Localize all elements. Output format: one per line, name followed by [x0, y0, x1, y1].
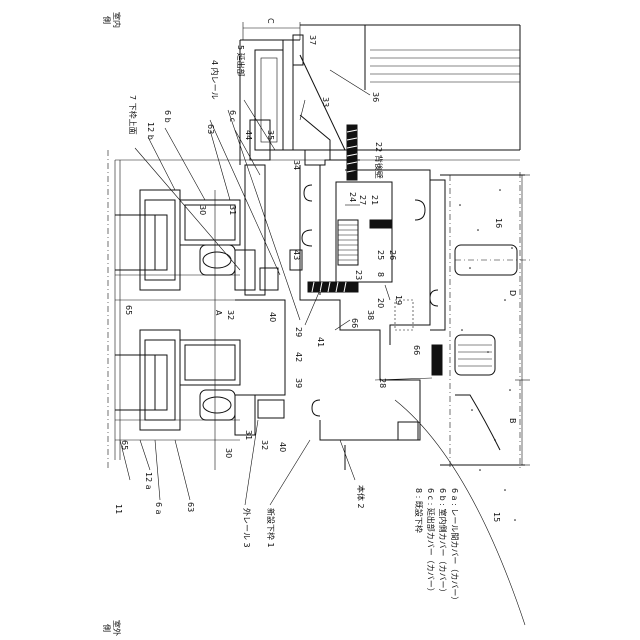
ref-27: 27 [358, 195, 367, 205]
ref-7: 7 下枠上面 [128, 95, 138, 135]
ref-30-top: 30 [198, 205, 207, 215]
side-indoor-label-2: 内 [112, 20, 122, 28]
ref-26: 26 [388, 250, 397, 260]
ref-25: 25 [376, 250, 385, 260]
ref-36: 36 [371, 92, 380, 102]
side-indoor-label-1: 室 [112, 12, 122, 20]
dim-b: B [508, 418, 517, 424]
ref-65-bottom: 65 [120, 440, 129, 450]
ref-38: 38 [366, 310, 375, 320]
side-outdoor-label-1: 室 [112, 620, 122, 628]
ref-29: 29 [294, 327, 303, 337]
ref-12b: 12 b [146, 122, 155, 140]
ref-34: 34 [292, 160, 301, 170]
dim-d: D [508, 290, 517, 296]
legend-line-4: 8 : 既設下枠 [414, 488, 424, 533]
ref-6b: 6 b [163, 110, 172, 123]
legend-line-2: 6 b : 室内側カバー（カバー） [438, 488, 448, 597]
ref-41: 41 [316, 337, 325, 347]
ref-11: 11 [114, 504, 123, 514]
side-outdoor-label-2: 外 [112, 628, 122, 636]
dim-a: A [214, 310, 223, 316]
ref-5: 5 延出部 [236, 45, 246, 77]
ref-28: 28 [378, 378, 387, 388]
ref-63-top: 63 [206, 124, 215, 134]
ref-23: 23 [354, 270, 363, 280]
ref-40-bottom: 40 [278, 442, 287, 452]
ref-35: 35 [266, 130, 275, 140]
ref-30-bottom: 30 [224, 448, 233, 458]
ref-24: 24 [348, 192, 357, 202]
legend-line-3: 6 c : 延出部カバー（カバー） [426, 488, 436, 596]
ref-44: 44 [244, 130, 253, 140]
side-indoor-label-3: 側 [102, 16, 112, 24]
ref-37: 37 [308, 35, 317, 45]
ref-31-bottom: 31 [244, 430, 253, 440]
ref-6a: 6 a [154, 502, 163, 515]
ref-32-bottom: 32 [260, 440, 269, 450]
ref-31-top: 31 [228, 205, 237, 215]
ref-16: 16 [494, 218, 503, 228]
ref-66-bottom: 66 [412, 345, 421, 355]
ref-32-top: 32 [226, 310, 235, 320]
ref-33: 33 [321, 97, 330, 107]
ref-3: 外レール 3 [242, 508, 252, 548]
ref-8: 8 [376, 272, 385, 277]
ref-43: 43 [292, 250, 301, 260]
side-outdoor-label-3: 側 [102, 624, 112, 632]
ref-40-top: 40 [268, 312, 277, 322]
ref-12a: 12 a [144, 472, 153, 490]
ref-65-top: 65 [124, 305, 133, 315]
ref-20: 20 [376, 298, 385, 308]
ref-21: 21 [370, 195, 379, 205]
ref-39: 39 [294, 378, 303, 388]
ref-2: 本体 2 [356, 485, 366, 509]
ref-1: 新設下枠 1 [266, 508, 276, 548]
ref-4: 4 内レール [210, 60, 220, 100]
ref-42: 42 [294, 352, 303, 362]
ref-66-top: 66 [350, 318, 359, 328]
ref-c: C [266, 18, 275, 24]
ref-19: 19 [394, 295, 403, 305]
ref-6c: 6 c [228, 110, 237, 122]
legend-line-1: 6 a : レール間カバー（カバー） [450, 488, 459, 604]
ref-15: 15 [492, 512, 501, 522]
ref-63-bottom: 63 [186, 502, 195, 512]
ref-22: 22 背後壁 [374, 142, 384, 179]
